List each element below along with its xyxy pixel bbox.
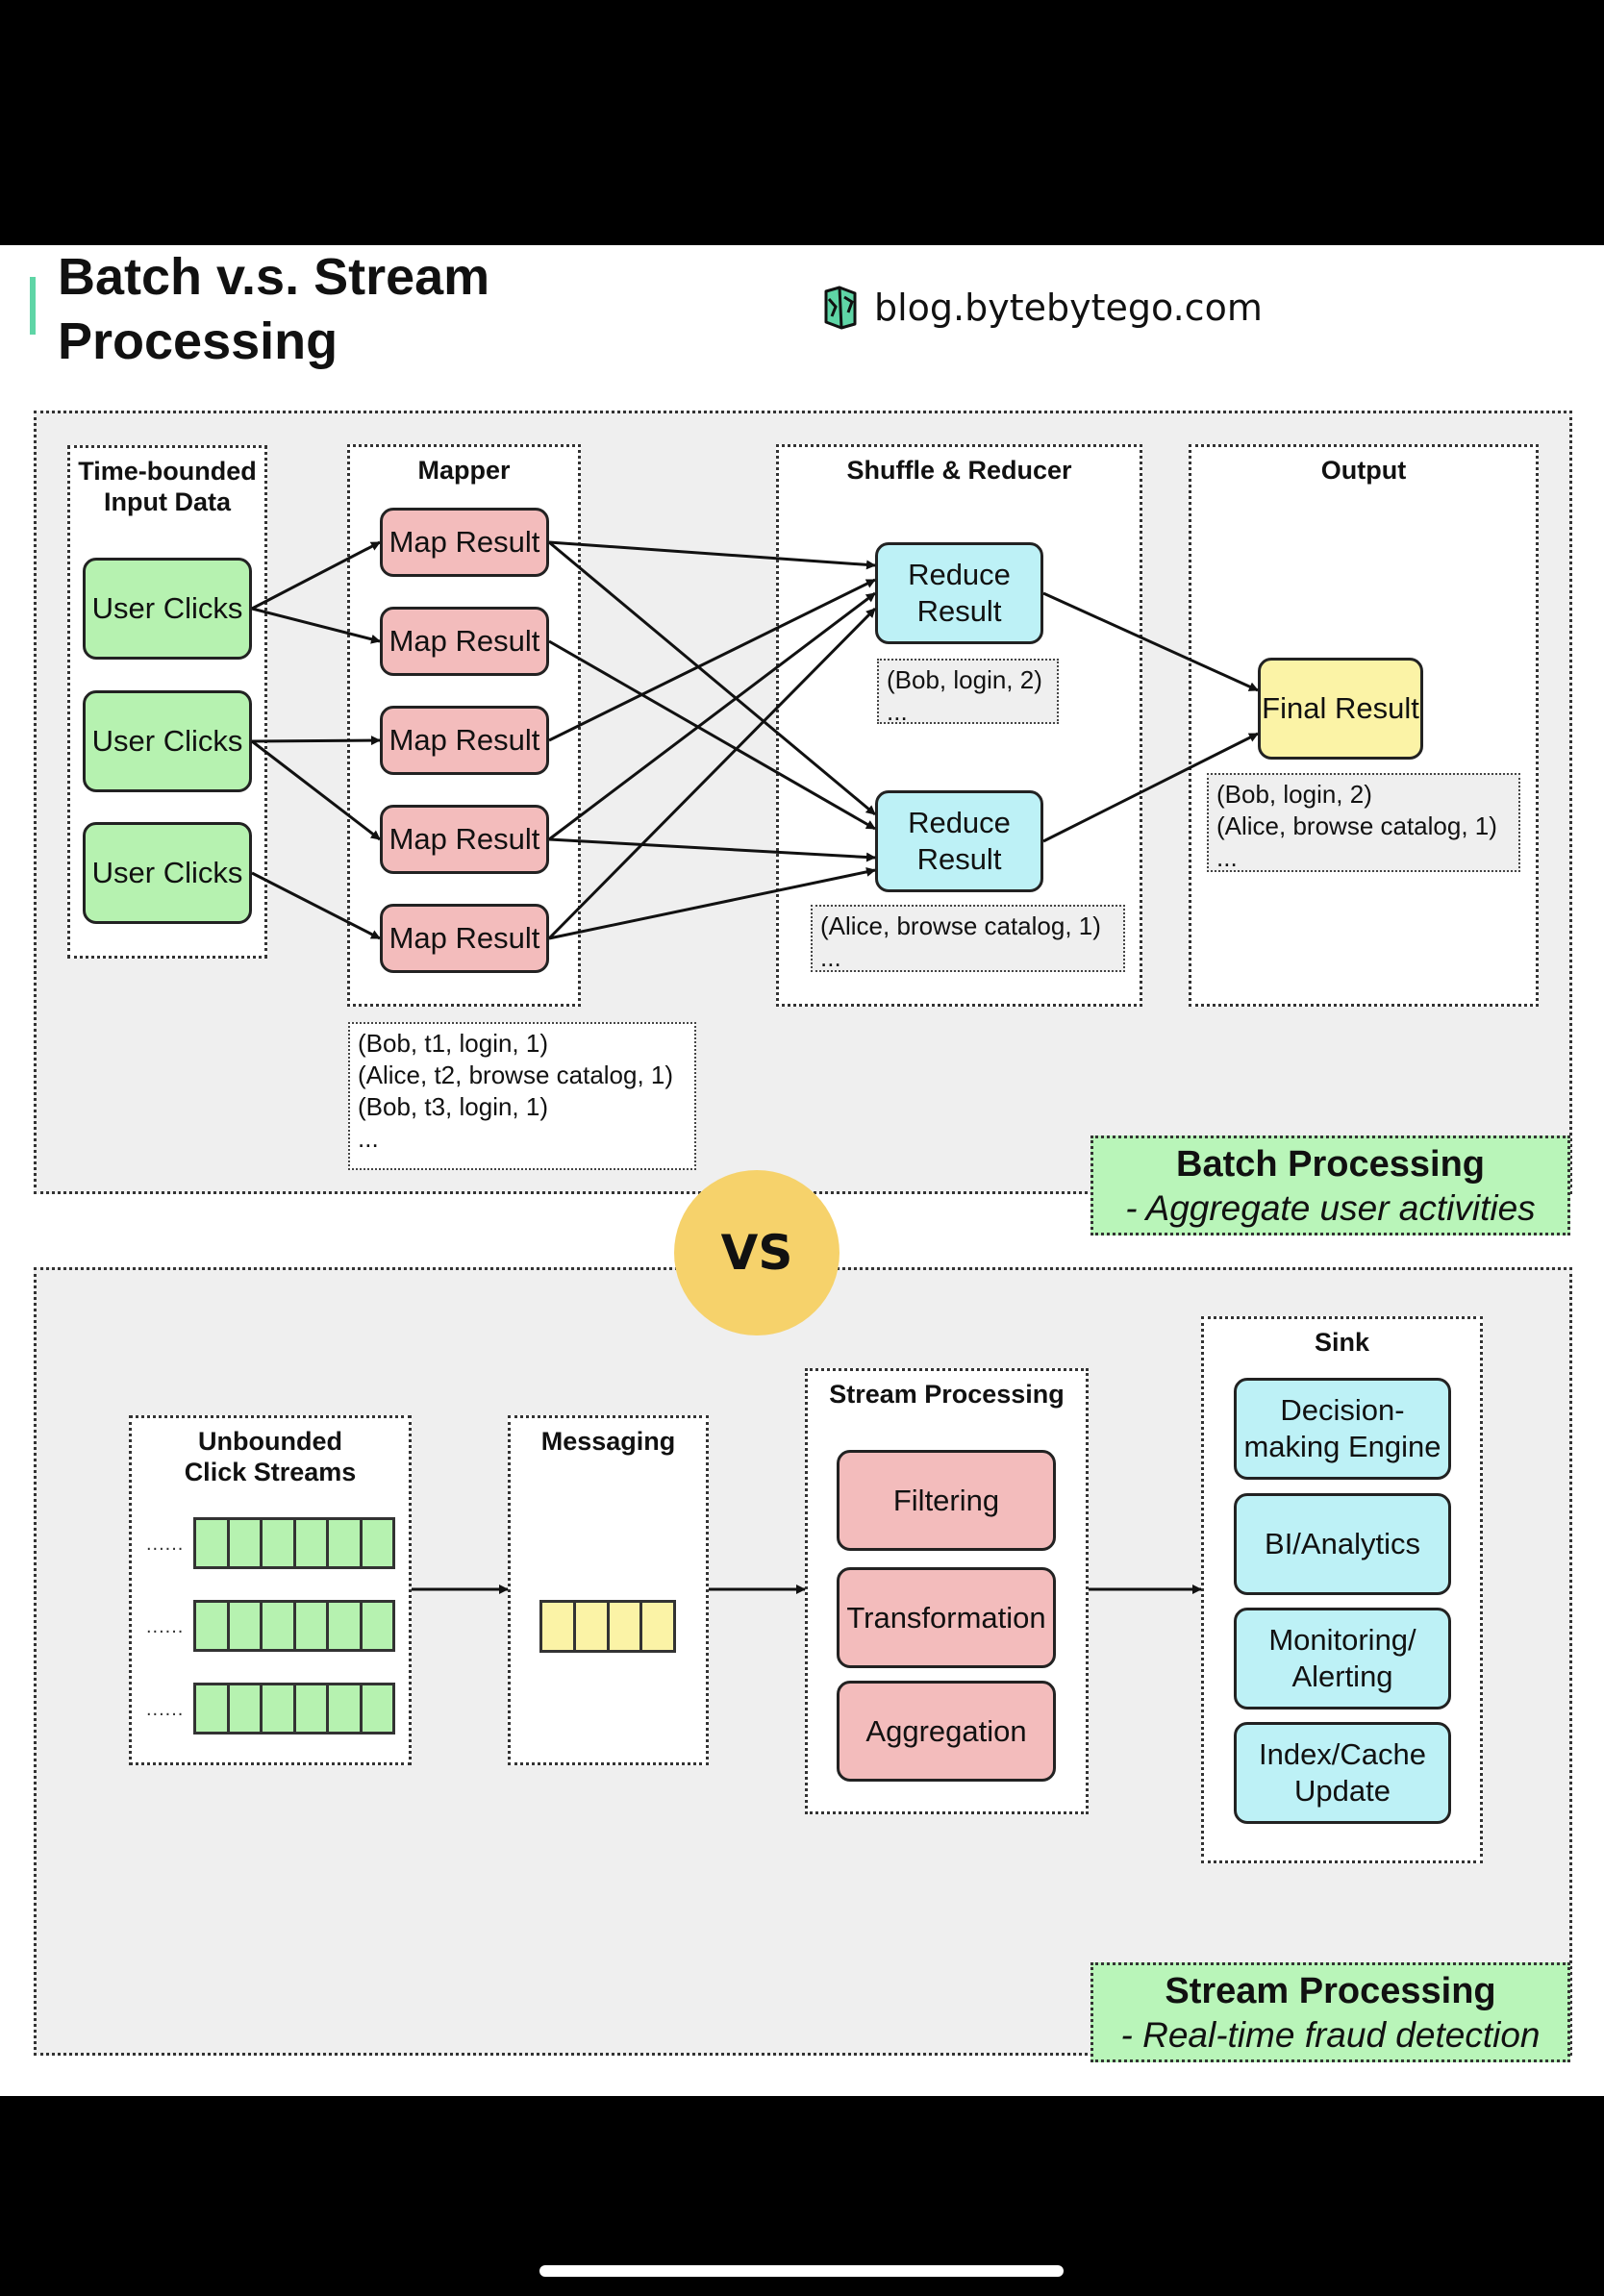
note-line: ...	[887, 697, 908, 726]
reduce-result-box: Reduce Result	[875, 542, 1043, 644]
map-result-box: Map Result	[380, 805, 549, 874]
stream-processing-tag: Stream Processing - Real-time fraud dete…	[1090, 1962, 1570, 2062]
map-result-box: Map Result	[380, 508, 549, 577]
message-queue	[539, 1600, 676, 1653]
stream-tag-subtitle: - Real-time fraud detection	[1120, 2015, 1541, 2055]
click-stream-queue	[193, 1683, 395, 1734]
click-stream-queue	[193, 1600, 395, 1652]
bytebytego-logo-icon	[824, 286, 857, 330]
reduce-note-1: (Bob, login, 2) ...	[877, 659, 1059, 726]
infographic: Batch v.s. Stream Processing blog.byteby…	[0, 245, 1604, 2096]
transformation-box: Transformation	[837, 1567, 1056, 1668]
brand-text: blog.bytebytego.com	[874, 287, 1263, 329]
note-line: (Alice, t2, browse catalog, 1)	[358, 1061, 674, 1089]
note-line: ...	[820, 943, 841, 972]
batch-tag-title: Batch Processing	[1176, 1144, 1485, 1185]
stream-dots: ......	[146, 1699, 185, 1720]
messaging-title: Messaging	[540, 1427, 676, 1456]
map-result-box: Map Result	[380, 607, 549, 676]
title-line-2: Processing	[58, 312, 338, 370]
note-line: (Bob, t1, login, 1)	[358, 1029, 548, 1058]
shuffle-reducer-title: Shuffle & Reducer	[846, 456, 1072, 485]
map-result-box: Map Result	[380, 706, 549, 775]
user-clicks-box: User Clicks	[83, 558, 252, 660]
monitoring-alerting-box: Monitoring/ Alerting	[1234, 1608, 1451, 1710]
final-note: (Bob, login, 2) (Alice, browse catalog, …	[1207, 773, 1520, 872]
filtering-box: Filtering	[837, 1450, 1056, 1551]
note-line: ...	[1216, 843, 1238, 872]
messaging-group: Messaging	[508, 1415, 709, 1765]
user-clicks-box: User Clicks	[83, 822, 252, 924]
stream-dots: ......	[146, 1534, 185, 1555]
batch-processing-tag: Batch Processing - Aggregate user activi…	[1090, 1136, 1570, 1235]
aggregation-box: Aggregation	[837, 1681, 1056, 1782]
note-line: (Alice, browse catalog, 1)	[1216, 811, 1497, 840]
stream-processing-title: Stream Processing	[829, 1380, 1065, 1409]
reduce-note-2: (Alice, browse catalog, 1) ...	[811, 905, 1125, 972]
note-line: (Bob, login, 2)	[887, 665, 1042, 694]
final-result-box: Final Result	[1258, 658, 1423, 760]
vs-badge: VS	[674, 1170, 840, 1335]
note-line: (Bob, login, 2)	[1216, 780, 1372, 809]
output-title: Output	[1320, 456, 1407, 485]
title-line-1: Batch v.s. Stream	[58, 248, 490, 306]
click-stream-queue	[193, 1517, 395, 1569]
home-indicator	[539, 2265, 1064, 2277]
decision-engine-box: Decision-making Engine	[1234, 1378, 1451, 1480]
title-accent-bar	[30, 277, 36, 335]
stream-dots: ......	[146, 1616, 185, 1637]
map-result-box: Map Result	[380, 904, 549, 973]
note-line: (Bob, t3, login, 1)	[358, 1092, 548, 1121]
reduce-result-box: Reduce Result	[875, 790, 1043, 892]
bi-analytics-box: BI/Analytics	[1234, 1493, 1451, 1595]
brand: blog.bytebytego.com	[820, 284, 1263, 332]
note-line: (Alice, browse catalog, 1)	[820, 911, 1101, 940]
sink-title: Sink	[1314, 1328, 1370, 1357]
mapper-title: Mapper	[417, 456, 511, 485]
index-cache-update-box: Index/Cache Update	[1234, 1722, 1451, 1824]
page-title: Batch v.s. Stream Processing	[58, 245, 489, 374]
unbounded-streams-title: Unbounded Click Streams	[184, 1427, 357, 1486]
stream-tag-title: Stream Processing	[1165, 1971, 1496, 2011]
input-data-title: Time-bounded Input Data	[78, 457, 257, 516]
note-line: ...	[358, 1124, 379, 1153]
batch-tag-subtitle: - Aggregate user activities	[1125, 1188, 1536, 1228]
user-clicks-box: User Clicks	[83, 690, 252, 792]
map-note: (Bob, t1, login, 1) (Alice, t2, browse c…	[348, 1022, 696, 1170]
